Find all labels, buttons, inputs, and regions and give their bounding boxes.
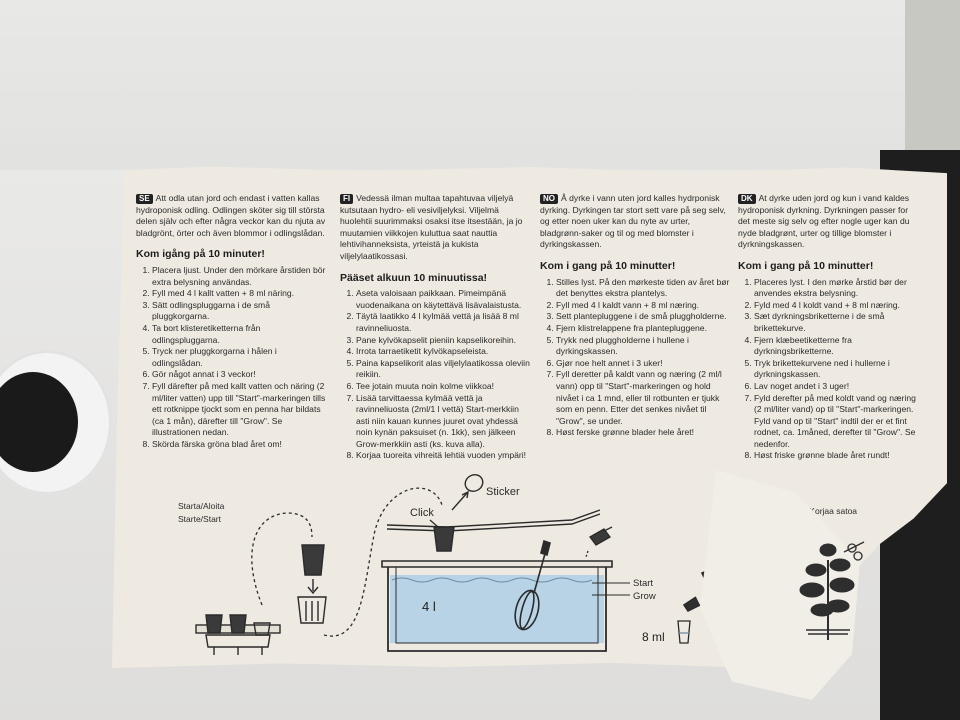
- heading-dk: Kom i gang på 10 minutter!: [738, 259, 874, 272]
- background-wall: [0, 0, 960, 190]
- steps-fi: Aseta valoisaan paikkaan. Pimeimpänä vuo…: [340, 288, 530, 462]
- lang-badge-fi: FI: [340, 194, 354, 204]
- cup-opening: [0, 372, 78, 472]
- steps-no: Stilles lyst. På den mørkeste tiden av å…: [540, 277, 730, 439]
- lid-bar: [386, 509, 601, 552]
- step: Høst ferske grønne blader hele året!: [556, 427, 730, 439]
- dropper-icon: [585, 526, 613, 558]
- steps-dk: Placeres lyst. I den mørke årstid bør de…: [738, 277, 918, 463]
- measuring-cup-icon: [677, 620, 691, 644]
- step: Høst friske grønne blade året rundt!: [754, 450, 918, 462]
- start-label-2: Starte/Start: [178, 514, 222, 524]
- dashed-arrow-1: [251, 512, 313, 606]
- step: Sätt odlingspluggarna i de små pluggkorg…: [152, 300, 326, 323]
- step: Fyld derefter på med koldt vand og nærin…: [754, 393, 918, 451]
- start-labels: Starta/Aloita Starte/Start: [178, 501, 225, 524]
- step: Fyll deretter på kaldt vann og næring (2…: [556, 369, 730, 427]
- step: Fyll därefter på med kallt vatten och nä…: [152, 381, 326, 439]
- step: Fyll med 4 l kallt vatten + 8 ml näring.: [152, 288, 326, 300]
- start-label-1: Starta/Aloita: [178, 501, 225, 511]
- lang-badge-dk: DK: [738, 194, 756, 204]
- step: Täytä laatikko 4 l kylmää vettä ja lisää…: [356, 311, 530, 334]
- start-mark-label: Start: [633, 578, 653, 589]
- click-arrow: [429, 519, 439, 528]
- dashed-arrow-2: [323, 487, 443, 637]
- plug-basket-icon: [297, 544, 327, 624]
- step: Placeres lyst. I den mørke årstid bør de…: [754, 277, 918, 300]
- step: Tryck ner pluggkorgarna i hålen i odling…: [152, 346, 326, 369]
- lang-badge-se: SE: [136, 194, 153, 204]
- step: Fyld med 4 l koldt vand + 8 ml næring.: [754, 300, 918, 312]
- water-fill: [390, 575, 604, 643]
- plug-tray-icon: [195, 614, 281, 655]
- step: Skörda färska gröna blad året om!: [152, 439, 326, 451]
- plastic-cup: [0, 350, 112, 495]
- volume-label: 4 l: [422, 599, 436, 614]
- steps-se: Placera ljust. Under den mörkare årstide…: [136, 265, 326, 451]
- grow-mark-label: Grow: [633, 591, 656, 602]
- step: Lav noget andet i 3 uger!: [754, 381, 918, 393]
- heading-no: Kom i gang på 10 minutter!: [540, 259, 676, 272]
- nutrient-label: 8 ml: [642, 630, 665, 644]
- step: Fjern klæbeetiketterne fra dyrkningsbrik…: [754, 335, 918, 358]
- whisk-icon: [514, 539, 551, 631]
- sticker-icon: [451, 474, 484, 511]
- step: Trykk ned pluggholderne i hullene i dyrk…: [556, 335, 730, 358]
- grow-box: [381, 560, 630, 652]
- step: Irrota tarraetiketit kylvökapseleista.: [356, 346, 530, 358]
- step: Lisää tarvittaessa kylmää vettä ja ravin…: [356, 393, 530, 451]
- step: Gör något annat i 3 veckor!: [152, 369, 326, 381]
- step: Gjør noe helt annet i 3 uker!: [556, 358, 730, 370]
- step: Sæt dyrkningsbriketterne i de små briket…: [754, 311, 918, 334]
- heading-fi: Pääset alkuun 10 minuutissa!: [340, 271, 488, 284]
- sticker-label: Sticker: [486, 486, 520, 498]
- step: Korjaa tuoreita vihreitä lehtiä vuoden y…: [356, 450, 530, 462]
- click-label: Click: [410, 507, 434, 519]
- step: Fyll med 4 l kaldt vann + 8 ml næring.: [556, 300, 730, 312]
- step: Tee jotain muuta noin kolme viikkoa!: [356, 381, 530, 393]
- lang-badge-no: NO: [540, 194, 558, 204]
- step: Sett plantepluggene i de små pluggholder…: [556, 311, 730, 323]
- step: Aseta valoisaan paikkaan. Pimeimpänä vuo…: [356, 288, 530, 311]
- step: Placera ljust. Under den mörkare årstide…: [152, 265, 326, 288]
- step: Stilles lyst. På den mørkeste tiden av å…: [556, 277, 730, 300]
- step: Ta bort klisteretiketterna från odlingsp…: [152, 323, 326, 346]
- heading-se: Kom igång på 10 minuter!: [136, 248, 265, 261]
- step: Pane kylvökapselit pieniin kapselikoreih…: [356, 335, 530, 347]
- step: Fjern klistrelappene fra plantepluggene.: [556, 323, 730, 335]
- background-corner: [905, 0, 960, 150]
- step: Tryk brikettekurvene ned i hullerne i dy…: [754, 358, 918, 381]
- step: Paina kapselikorit alas viljelylaatikoss…: [356, 358, 530, 381]
